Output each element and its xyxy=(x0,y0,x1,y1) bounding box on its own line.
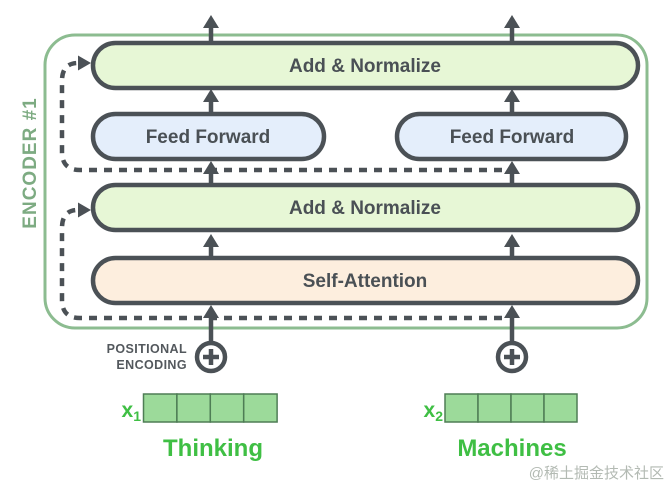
add-normalize-bottom-label: Add & Normalize xyxy=(289,198,441,219)
up-arrow-icon xyxy=(203,305,219,341)
residual-dashed-arrow-upper xyxy=(59,55,502,173)
input-word-thinking: Thinking xyxy=(163,435,263,462)
input-word-machines: Machines xyxy=(457,435,566,462)
residual-arrowhead-lower xyxy=(78,202,91,218)
svg-text:POSITIONAL: POSITIONAL xyxy=(107,342,187,356)
up-arrow-icon xyxy=(504,89,520,114)
up-arrow-icon xyxy=(504,234,520,258)
plus-circle-icon xyxy=(495,340,529,374)
up-arrow-icon xyxy=(203,15,219,43)
up-arrow-icon xyxy=(203,234,219,258)
residual-arrowhead-upper xyxy=(78,55,91,71)
up-arrow-icon xyxy=(203,161,219,185)
add-normalize-top-label: Add & Normalize xyxy=(289,56,441,77)
self-attention-box: Self-Attention xyxy=(90,255,641,306)
up-arrow-icon xyxy=(203,89,219,114)
feed-forward-left-box: Feed Forward xyxy=(90,111,327,162)
watermark: @稀土掘金技术社区 xyxy=(529,465,664,482)
svg-text:ENCODING: ENCODING xyxy=(116,358,187,372)
up-arrow-icon xyxy=(504,305,520,341)
add-normalize-bottom-box: Add & Normalize xyxy=(90,182,641,233)
embedding-vector-x1 xyxy=(142,393,278,423)
residual-dashed-arrow-lower xyxy=(59,202,502,321)
vector-label-x1: x1 xyxy=(122,399,142,424)
add-normalize-top-box: Add & Normalize xyxy=(90,40,641,91)
encoder-label: ENCODER #1 xyxy=(20,97,41,228)
vector-label-x2: x2 xyxy=(424,399,444,424)
feed-forward-left-label: Feed Forward xyxy=(146,127,271,148)
positional-encoding-label: POSITIONAL ENCODING xyxy=(107,342,187,372)
feed-forward-right-box: Feed Forward xyxy=(394,111,629,162)
self-attention-label: Self-Attention xyxy=(303,271,428,292)
encoder-frame xyxy=(43,33,649,330)
plus-circle-icon xyxy=(194,340,228,374)
feed-forward-right-label: Feed Forward xyxy=(450,127,575,148)
embedding-vector-x2 xyxy=(444,393,578,423)
up-arrow-icon xyxy=(504,161,520,185)
up-arrow-icon xyxy=(504,15,520,43)
